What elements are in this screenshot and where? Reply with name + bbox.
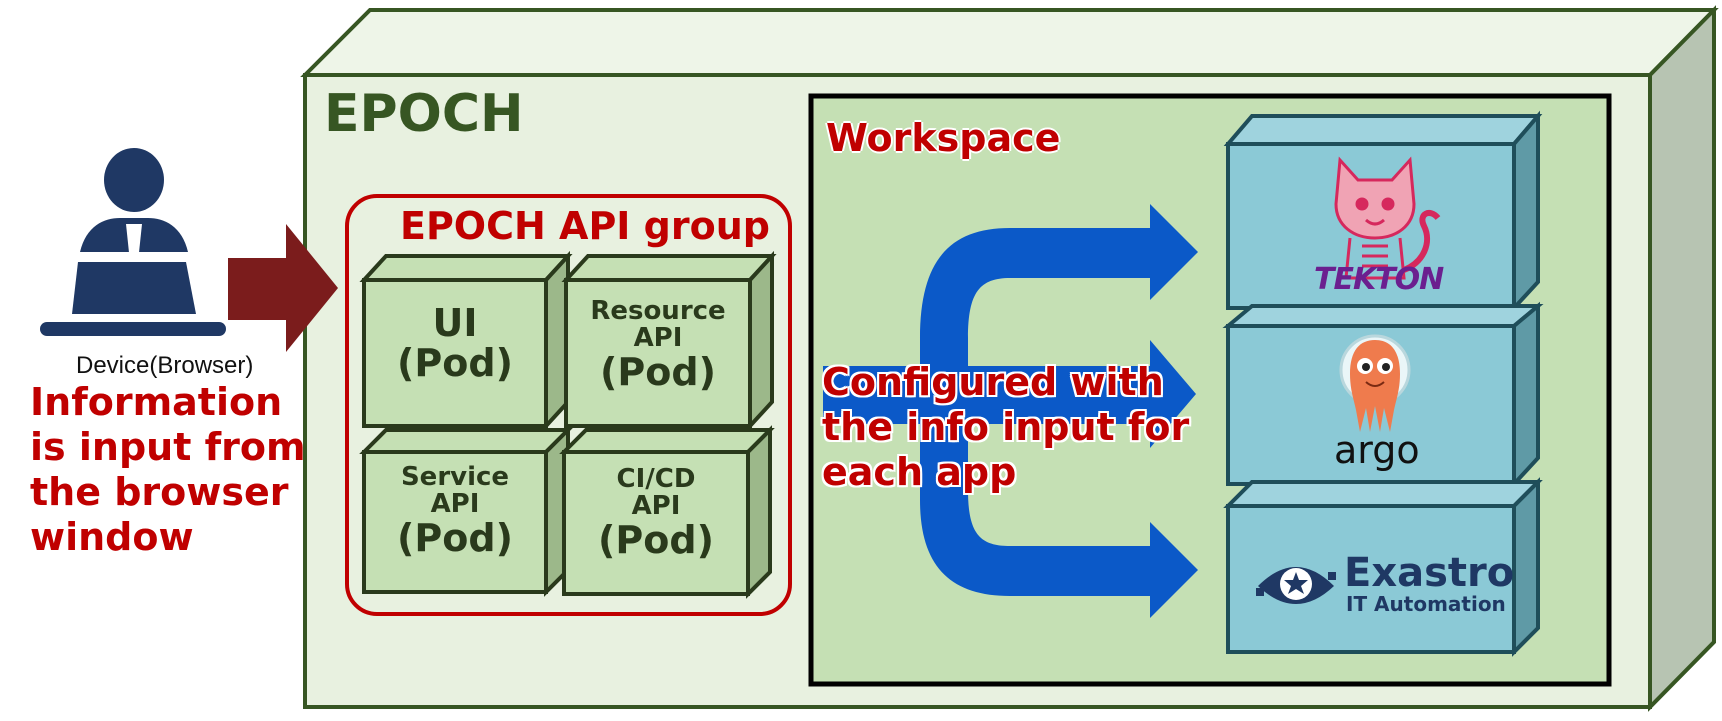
pod-name: API	[430, 489, 480, 520]
pod-resource-api	[561, 250, 777, 432]
exastro-logo-text: Exastro	[1344, 550, 1515, 596]
argo-logo-text: argo	[1334, 428, 1420, 472]
epoch-title: EPOCH	[324, 84, 524, 144]
input-arrow	[228, 224, 338, 352]
tekton-cat-icon	[1334, 156, 1441, 280]
tekton-logo-text: TEKTON	[1314, 262, 1444, 297]
pod-name: API	[631, 491, 681, 522]
pod-ui-label: UI (Pod)	[364, 301, 546, 385]
argo-octopus-icon	[1339, 334, 1411, 432]
workspace-title: Workspace	[826, 116, 1061, 160]
api-group-box	[345, 194, 792, 616]
pod-kind: (Pod)	[397, 515, 513, 560]
user-laptop-icon	[40, 148, 226, 336]
pod-name: Service	[400, 462, 510, 492]
pod-service-api-label: Service API (Pod)	[364, 462, 546, 560]
pod-kind: (Pod)	[600, 349, 716, 394]
exastro-eye-icon	[1256, 567, 1336, 604]
pod-name: API	[633, 323, 683, 354]
pod-cicd-api-label: CI/CD API (Pod)	[564, 464, 748, 562]
pod-name: UI	[432, 301, 478, 345]
exastro-logo-subtext: IT Automation	[1346, 592, 1506, 616]
workspace-description: Configured with the info input for each …	[822, 360, 1190, 494]
pod-cicd-api	[559, 425, 775, 599]
pod-kind: (Pod)	[598, 517, 714, 562]
pod-resource-api-label: Resource API (Pod)	[566, 296, 750, 394]
pod-name: CI/CD	[616, 464, 696, 494]
workspace-flow-arrows	[823, 204, 1198, 618]
pod-ui	[359, 250, 573, 432]
device-caption: Device(Browser)	[76, 352, 254, 379]
pod-kind: (Pod)	[397, 340, 513, 385]
pod-name: Resource	[590, 296, 726, 326]
device-description: Information is input from the browser wi…	[30, 380, 306, 559]
api-group-title: EPOCH API group	[400, 204, 770, 248]
